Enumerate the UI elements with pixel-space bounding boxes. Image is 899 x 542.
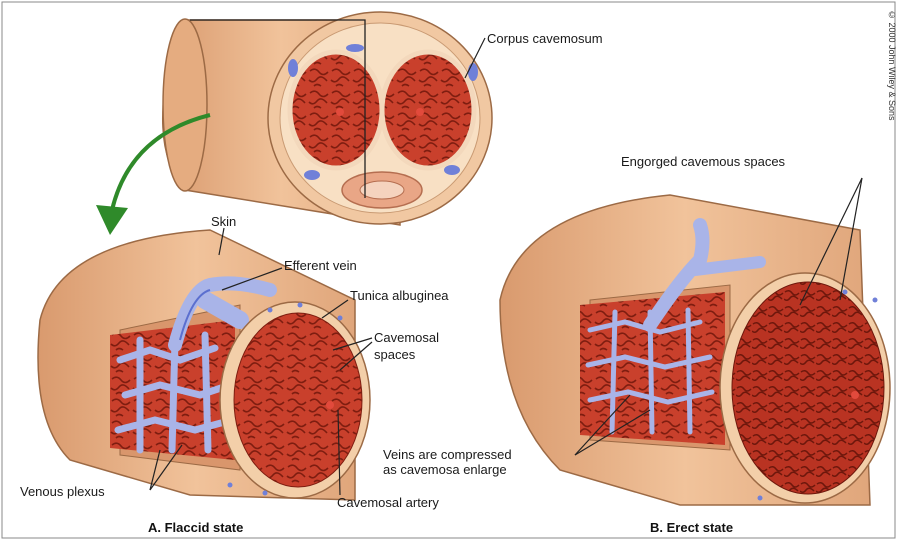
label-skin: Skin — [211, 214, 236, 229]
caption-flaccid: A. Flaccid state — [148, 520, 243, 535]
label-engorged-spaces: Engorged cavemous spaces — [621, 154, 785, 169]
label-cavernosal-spaces-line1: Cavemosal — [374, 330, 439, 345]
label-veins-compressed-line2: as cavemosa enlarge — [383, 462, 507, 477]
label-veins-compressed-line1: Veins are compressed — [383, 447, 512, 462]
label-corpus-cavernosum: Corpus cavemosum — [487, 31, 603, 46]
label-venous-plexus: Venous plexus — [20, 484, 105, 499]
label-tunica-albuginea: Tunica albuginea — [350, 288, 449, 303]
label-efferent-vein: Efferent vein — [284, 258, 357, 273]
caption-erect: B. Erect state — [650, 520, 733, 535]
top-cross-section — [163, 12, 492, 225]
label-cavernosal-artery: Cavemosal artery — [337, 495, 439, 510]
copyright-notice: © 2000 John Wiley & Sons — [887, 10, 897, 121]
label-cavernosal-spaces-line2: spaces — [374, 347, 415, 362]
